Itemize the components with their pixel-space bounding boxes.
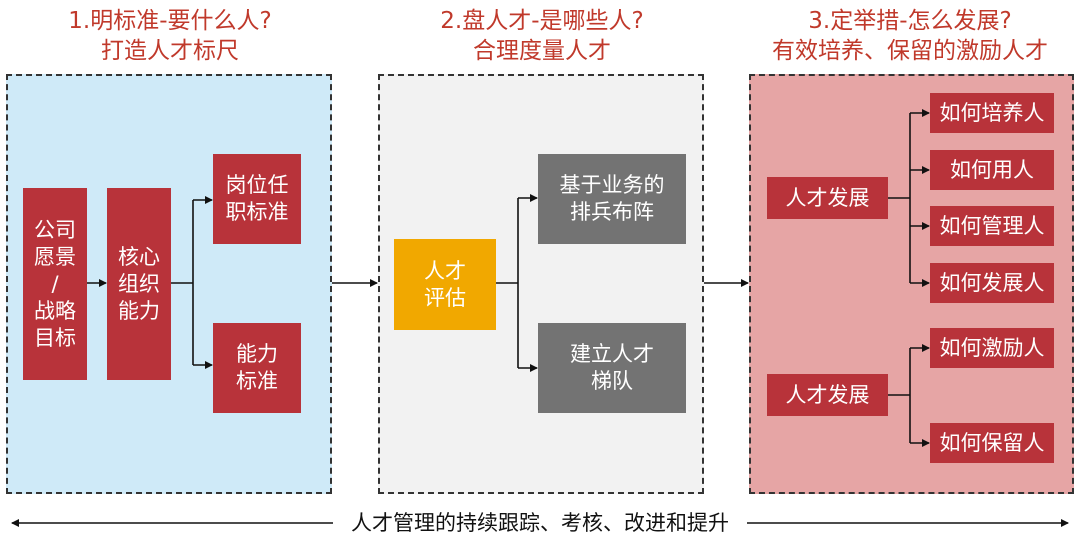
section1-title-line1: 1.明标准-要什么人? [68, 8, 272, 34]
section2-title-line2: 合理度量人才 [473, 38, 611, 64]
section2-title: 2.盘人才-是哪些人? 合理度量人才 [372, 6, 712, 66]
how-to-retain-box: 如何保留人 [930, 423, 1054, 463]
how-to-manage-box: 如何管理人 [930, 206, 1054, 246]
section2-title-line1: 2.盘人才-是哪些人? [440, 8, 644, 34]
how-to-motivate-box: 如何激励人 [930, 328, 1054, 368]
section3-title: 3.定举措-怎么发展? 有效培养、保留的激励人才 [740, 6, 1080, 66]
section3-title-line1: 3.定举措-怎么发展? [808, 8, 1012, 34]
talent-pipeline-box: 建立人才 梯队 [538, 323, 686, 413]
talent-development-box-bottom: 人才发展 [767, 374, 888, 416]
section1-title: 1.明标准-要什么人? 打造人才标尺 [0, 6, 340, 66]
talent-assessment-box: 人才 评估 [394, 239, 496, 330]
ability-standard-box: 能力 标准 [213, 323, 301, 413]
talent-development-box-top: 人才发展 [767, 177, 888, 219]
business-deployment-box: 基于业务的 排兵布阵 [538, 154, 686, 244]
section3-title-line2: 有效培养、保留的激励人才 [772, 38, 1048, 64]
vision-strategy-box: 公司 愿景 / 战略 目标 [23, 188, 87, 380]
footer-caption: 人才管理的持续跟踪、考核、改进和提升 [333, 508, 747, 538]
section1-title-line2: 打造人才标尺 [101, 38, 239, 64]
how-to-develop-box: 如何发展人 [930, 263, 1054, 303]
how-to-train-box: 如何培养人 [930, 93, 1054, 133]
core-capability-box: 核心 组织 能力 [107, 188, 171, 380]
how-to-use-box: 如何用人 [930, 150, 1054, 190]
job-standard-box: 岗位任 职标准 [213, 154, 301, 244]
